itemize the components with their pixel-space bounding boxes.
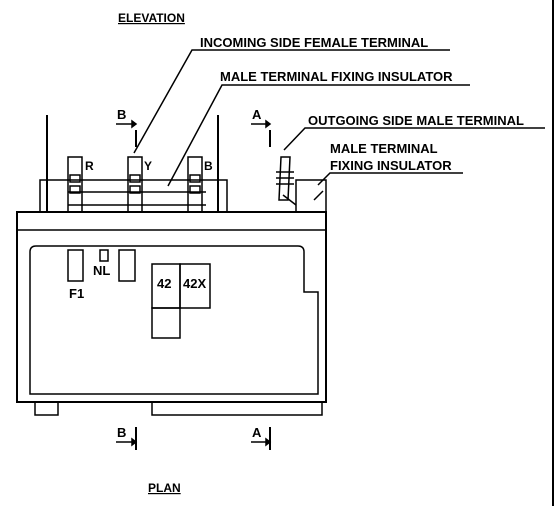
callout-outgoing-male: OUTGOING SIDE MALE TERMINAL [308, 113, 524, 128]
phase-label-y: Y [144, 159, 152, 173]
section-label-b-bottom: B [117, 425, 126, 440]
foot-left [34, 401, 59, 416]
callout-male-fixing-insulator-2-line1: MALE TERMINAL [330, 141, 438, 156]
leader-incoming-female [133, 49, 450, 154]
terminal-y [127, 156, 143, 213]
section-marker-b-bottom [116, 427, 138, 450]
plan-title: PLAN [148, 481, 181, 495]
callout-incoming-female: INCOMING SIDE FEMALE TERMINAL [200, 35, 428, 50]
section-label-b-top: B [117, 107, 126, 122]
neutral-link-nl [99, 249, 109, 262]
section-marker-a-top [251, 119, 272, 147]
terminal-r [67, 156, 83, 213]
relay-42-base [151, 307, 181, 339]
outgoing-male-terminal [276, 156, 297, 206]
section-label-a-bottom: A [252, 425, 262, 440]
label-42x: 42X [183, 276, 206, 291]
phase-label-r: R [85, 159, 94, 173]
fuse-f1 [67, 249, 84, 282]
inner-panel [29, 245, 319, 395]
label-f1: F1 [69, 286, 84, 301]
leader-male-fixing-insulator [167, 84, 470, 187]
section-label-a-top: A [252, 107, 262, 122]
main-enclosure [16, 211, 327, 403]
relay-42x [179, 263, 211, 309]
label-nl: NL [93, 263, 110, 278]
callout-male-fixing-insulator: MALE TERMINAL FIXING INSULATOR [220, 69, 453, 84]
callout-male-fixing-insulator-2-line2: FIXING INSULATOR [330, 158, 452, 173]
phase-label-b: B [204, 159, 213, 173]
foot-right [151, 401, 323, 416]
elevation-title: ELEVATION [118, 11, 185, 25]
leader-outgoing-male [283, 127, 545, 151]
section-marker-b-top [116, 119, 138, 147]
insulator-hatch [313, 190, 324, 201]
section-marker-a-bottom [251, 427, 272, 450]
leader-male-fixing-insulator-2 [317, 172, 463, 186]
outgoing-fixing-insulator [295, 179, 327, 213]
terminal-b [187, 156, 203, 213]
component-block [118, 249, 136, 282]
label-42: 42 [157, 276, 171, 291]
